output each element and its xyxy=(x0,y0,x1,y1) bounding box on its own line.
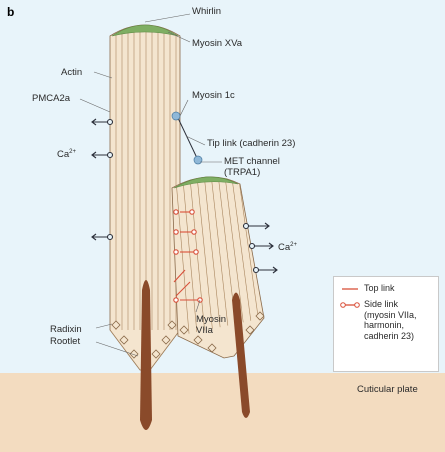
label-rootlet: Rootlet xyxy=(50,336,80,347)
legend: Top link Side link (myosin VIIa, harmoni… xyxy=(333,276,439,372)
label-ca-left: Ca2+ xyxy=(57,147,76,160)
label-actin: Actin xyxy=(61,67,82,78)
label-whirlin: Whirlin xyxy=(192,6,221,17)
label-met-channel: MET channel(TRPA1) xyxy=(224,156,280,178)
label-radixin: Radixin xyxy=(50,324,82,335)
panel-letter: b xyxy=(7,5,14,19)
label-myosin-xva: Myosin XVa xyxy=(192,38,242,49)
myosin-1c-protein xyxy=(172,112,180,120)
met-channel-protein xyxy=(194,156,202,164)
side-link-legend-icon xyxy=(340,301,360,309)
label-ca-right: Ca2+ xyxy=(278,240,297,253)
label-cuticular-plate: Cuticular plate xyxy=(357,384,418,395)
pmca2a-pumps-left xyxy=(92,119,113,240)
legend-top-link: Top link xyxy=(364,283,395,294)
legend-side-link: Side link (myosin VIIa, harmonin, cadher… xyxy=(364,299,417,341)
tall-stereocilium xyxy=(110,20,180,430)
label-myosin-1c: Myosin 1c xyxy=(192,90,235,101)
label-pmca2a: PMCA2a xyxy=(32,93,70,104)
tip-link xyxy=(178,118,197,158)
top-link-legend-icon xyxy=(340,285,360,293)
label-tip-link: Tip link (cadherin 23) xyxy=(207,138,295,149)
